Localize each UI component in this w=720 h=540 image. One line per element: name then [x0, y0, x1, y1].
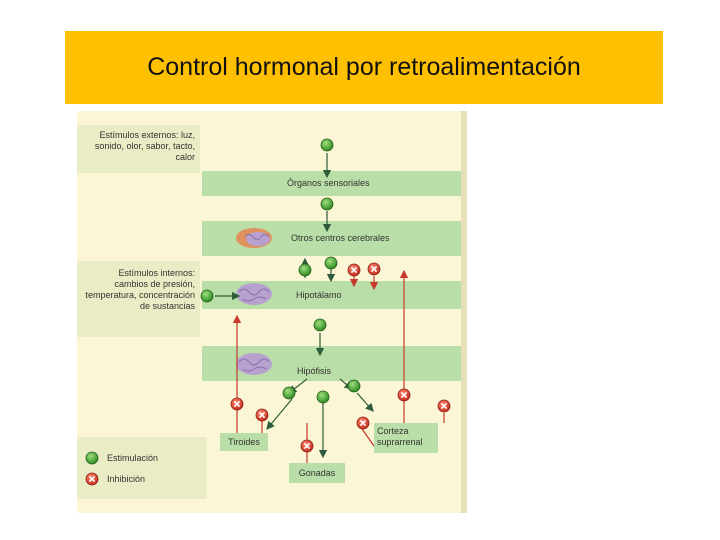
- target-label-gonads: Gonadas: [298, 468, 336, 478]
- legend-panel: [77, 437, 207, 499]
- page-edge: [461, 111, 467, 513]
- inhibition-markers: [230, 262, 451, 453]
- band-label-pituitary: Hipófisis: [297, 366, 332, 376]
- hormonal-feedback-diagram: Estímulos externos: luz, sonido, olor, s…: [77, 111, 467, 513]
- title-bar: Control hormonal por retroalimentación: [65, 31, 663, 104]
- brain-icon-cortex: [236, 228, 272, 248]
- target-label-adrenal-cortex: Corteza suprarrenal: [377, 426, 423, 447]
- internal-stimuli-label: Estímulos internos: cambios de presión, …: [85, 268, 195, 311]
- brain-icon-pituitary: [236, 353, 272, 375]
- external-stimuli-label: Estímulos externos: luz, sonido, olor, s…: [94, 130, 195, 162]
- legend-stimulation-label: Estimulación: [107, 453, 159, 463]
- target-label-thyroid: Tiroides: [228, 437, 260, 447]
- band-label-other-brain-centers: Otros centros cerebrales: [291, 233, 390, 243]
- internal-stimuli-panel: [77, 261, 200, 337]
- box-adrenal-cortex: [374, 423, 438, 453]
- band-label-hypothalamus: Hipotálamo: [296, 290, 342, 300]
- box-gonads: [289, 463, 345, 483]
- legend-inhibition-label: Inhibición: [107, 474, 146, 484]
- external-stimuli-panel: [77, 125, 200, 173]
- band-sensory-organs: [202, 171, 462, 196]
- diagram-canvas: [77, 111, 467, 513]
- slide-title: Control hormonal por retroalimentación: [147, 53, 581, 81]
- legend-inhibition-icon: [85, 472, 99, 486]
- legend-stimulation-icon: [85, 451, 99, 465]
- box-thyroid: [220, 433, 268, 451]
- band-label-sensory-organs: Órganos sensoriales: [287, 178, 370, 188]
- brain-icon-hypothalamus: [236, 283, 272, 305]
- stimulation-markers: [200, 138, 361, 404]
